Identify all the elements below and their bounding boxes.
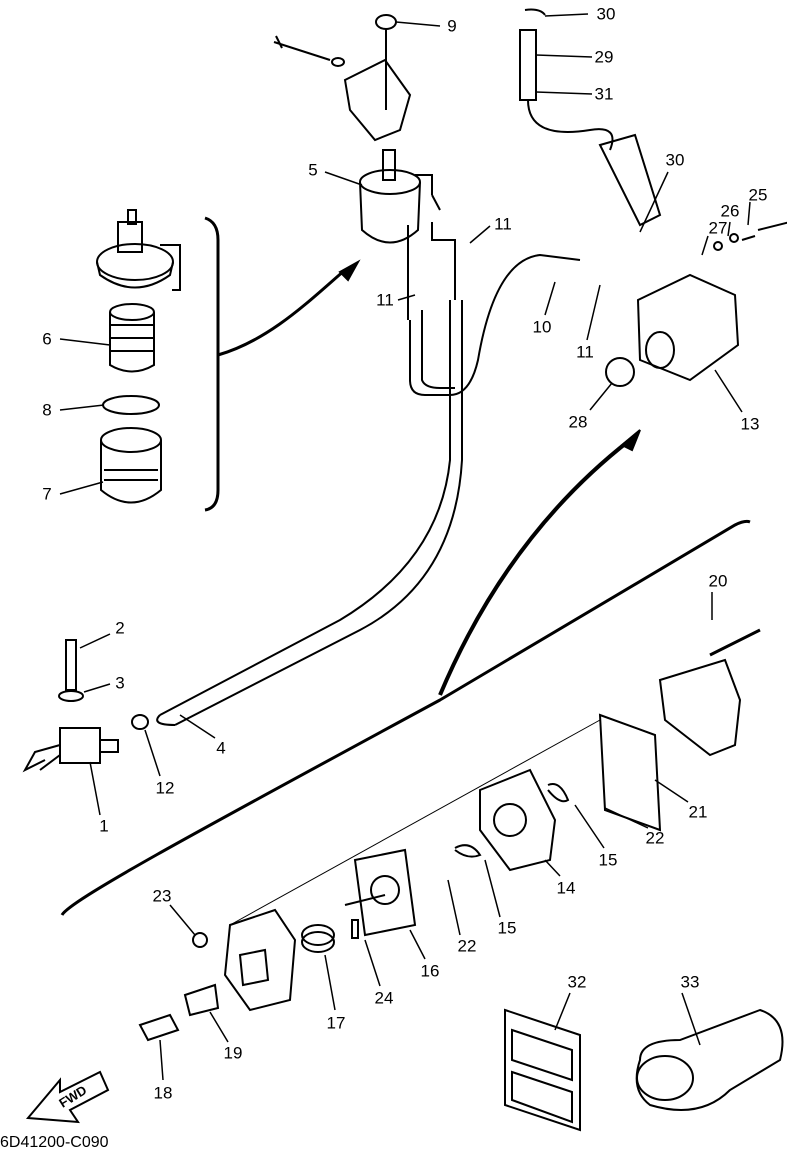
callout-32: 32	[567, 972, 587, 992]
arrow-head	[338, 259, 361, 282]
callout-11: 11	[494, 214, 512, 234]
hose-10	[409, 253, 581, 396]
arrow-head	[620, 429, 641, 452]
callout-33: 33	[680, 972, 700, 992]
callout-28: 28	[568, 412, 588, 432]
fuel-joint	[22, 639, 119, 773]
callout-22: 22	[457, 936, 477, 956]
pump-body-14	[454, 768, 570, 872]
spring-17	[301, 924, 335, 953]
callout-17: 17	[326, 1013, 346, 1033]
callout-24: 24	[374, 988, 394, 1008]
callout-23: 23	[152, 886, 172, 906]
callout-4: 4	[216, 738, 226, 758]
callout-10: 10	[532, 317, 552, 337]
bracket	[204, 216, 220, 512]
o-ring	[102, 395, 160, 415]
grommet-33	[635, 1008, 784, 1111]
callout-30: 30	[665, 150, 685, 170]
callout-7: 7	[42, 484, 52, 504]
callout-11: 11	[576, 342, 594, 362]
callout-13: 13	[740, 414, 760, 434]
callout-11: 11	[376, 290, 394, 310]
diaphragm-16	[344, 848, 417, 939]
leader-hose	[407, 222, 456, 320]
callout-29: 29	[594, 47, 614, 67]
leader-lines	[59, 13, 751, 1081]
callout-19: 19	[223, 1043, 243, 1063]
nut-23	[192, 932, 208, 948]
callout-5: 5	[308, 160, 318, 180]
filter-cup	[100, 427, 162, 504]
hose-4-upper	[159, 300, 451, 716]
nut	[375, 14, 397, 30]
callout-25: 25	[748, 185, 768, 205]
plunger-18	[138, 1013, 180, 1042]
callout-21: 21	[688, 802, 708, 822]
arrow-curve	[438, 438, 632, 696]
pump-cover-21	[598, 628, 761, 832]
bracket-bolt	[273, 14, 412, 142]
fuel-filter	[359, 149, 441, 244]
callout-9: 9	[447, 16, 457, 36]
callout-12: 12	[155, 778, 175, 798]
pump-base	[223, 719, 601, 1012]
arrow-curve-filter	[217, 268, 346, 357]
callout-27: 27	[708, 218, 728, 238]
diagram-code: 6D41200-C090	[0, 1134, 109, 1150]
section-divider	[60, 519, 751, 916]
label-32	[504, 1008, 581, 1132]
filter-cap	[96, 209, 181, 291]
callout-20: 20	[708, 571, 728, 591]
callout-2: 2	[115, 618, 125, 638]
clip	[131, 714, 149, 730]
spring-19	[183, 983, 220, 1017]
fuel-pump-assembly	[605, 221, 787, 387]
callout-15: 15	[598, 850, 618, 870]
callout-18: 18	[153, 1083, 173, 1103]
callout-15: 15	[497, 918, 517, 938]
callout-6: 6	[42, 329, 52, 349]
hose-10-inner	[421, 310, 455, 389]
callout-14: 14	[556, 878, 576, 898]
fwd-arrow-icon	[25, 1070, 110, 1124]
primer-hose	[519, 8, 662, 227]
callout-3: 3	[115, 673, 125, 693]
hose-4-outer	[174, 300, 463, 726]
callout-8: 8	[42, 400, 52, 420]
filter-element	[109, 303, 155, 373]
hose-4-end	[156, 714, 176, 726]
callout-1: 1	[99, 816, 109, 836]
callout-31: 31	[594, 84, 614, 104]
callout-30: 30	[596, 4, 616, 24]
callout-16: 16	[420, 961, 440, 981]
callout-26: 26	[720, 201, 740, 221]
callout-22: 22	[645, 828, 665, 848]
